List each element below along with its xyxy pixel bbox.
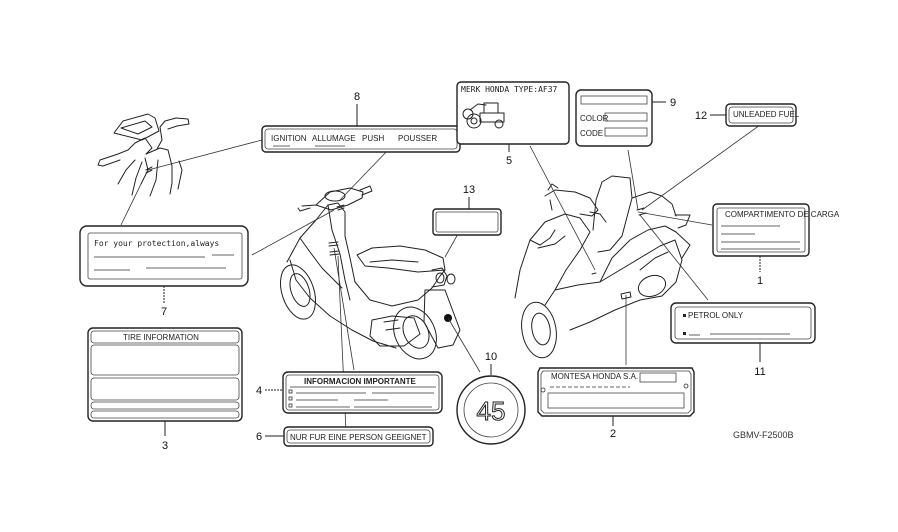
- label-color[interactable]: COLOR CODE 9: [575, 89, 676, 147]
- label-petrol-only[interactable]: PETROL ONLY 11: [670, 302, 816, 378]
- label-one-person[interactable]: 6 NUR FUR EINE PERSON GEEIGNET: [256, 426, 434, 447]
- scooter-side-illustration: [279, 185, 461, 360]
- label-text: NUR FUR EINE PERSON GEEIGNET: [290, 433, 427, 442]
- label-ignition[interactable]: 8 IGNITION ALLUMAGE PUSH POUSSER: [261, 91, 461, 153]
- callout-number: 7: [161, 306, 167, 318]
- label-text: COLOR: [580, 114, 609, 123]
- callout-number: 1: [757, 275, 763, 287]
- label-text: 45: [477, 396, 506, 426]
- label-text: INFORMACION IMPORTANTE: [304, 377, 417, 386]
- label-tire-information[interactable]: TIRE INFORMATION 3: [87, 327, 243, 452]
- label-text: MONTESA HONDA S.A.: [551, 372, 638, 381]
- label-text: For your protection,always: [94, 239, 219, 248]
- callout-number: 11: [754, 366, 765, 378]
- label-blank[interactable]: 13: [432, 184, 502, 236]
- label-text: MERK HONDA TYPE:AF37: [461, 85, 558, 94]
- label-text: PETROL ONLY: [688, 311, 744, 320]
- label-unleaded-fuel[interactable]: 12 UNLEADED FUEL: [695, 103, 800, 127]
- label-speed-limit[interactable]: 10 45: [456, 351, 526, 445]
- label-type[interactable]: MERK HONDA TYPE:AF37 5: [456, 81, 570, 167]
- label-informacion-importante[interactable]: 4 INFORMACION IMPORTANTE: [256, 371, 443, 414]
- callout-number: 13: [463, 184, 475, 196]
- label-cargo-compartment[interactable]: COMPARTIMENTO DE CARGA 1: [712, 203, 840, 287]
- callout-number: 5: [506, 155, 512, 167]
- callout-number: 3: [162, 440, 168, 452]
- handlebar-illustration: [97, 113, 190, 197]
- callout-number: 9: [670, 97, 676, 109]
- scooter-front-illustration: [514, 175, 691, 359]
- callout-number: 6: [256, 431, 262, 443]
- label-text: ALLUMAGE: [312, 134, 356, 143]
- label-montesa-plate[interactable]: MONTESA HONDA S.A. 2: [537, 367, 695, 440]
- callout-number: 8: [354, 91, 360, 103]
- callout-number: 2: [610, 428, 616, 440]
- diagram-code: GBMV-F2500B: [733, 430, 794, 440]
- label-protection[interactable]: For your protection,always 7: [79, 225, 249, 318]
- callout-number: 4: [256, 385, 262, 397]
- label-text: UNLEADED FUEL: [733, 110, 800, 119]
- callout-number: 10: [485, 351, 497, 363]
- label-text: TIRE INFORMATION: [123, 333, 199, 342]
- tractor-icon: [462, 102, 505, 129]
- label-text: POUSSER: [398, 134, 437, 143]
- label-text: CODE: [580, 129, 603, 138]
- leader-lines: [120, 124, 761, 433]
- label-text: COMPARTIMENTO DE CARGA: [725, 210, 840, 219]
- callout-number: 12: [695, 110, 707, 122]
- label-text: IGNITION: [271, 134, 307, 143]
- label-text: PUSH: [362, 134, 384, 143]
